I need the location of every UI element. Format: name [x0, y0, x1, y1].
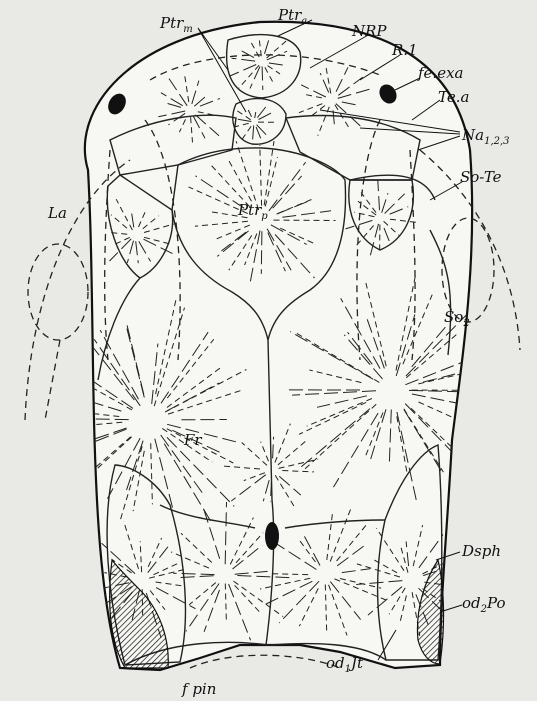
pineal-foramen [265, 522, 279, 550]
label-ptr-m: Ptrm [159, 14, 193, 35]
label-la: La [47, 204, 67, 222]
label-od1jt: od1Jt [326, 654, 364, 675]
infraorbital-canal-left [45, 340, 60, 420]
la-oval [28, 244, 88, 340]
label-na: Na1,2,3 [461, 126, 510, 147]
label-ptr-a: Ptra [277, 6, 307, 27]
label-nrp: NRP [351, 22, 387, 40]
label-fe-exa: fe.exa [417, 64, 463, 82]
label-r1: R.1 [391, 41, 418, 59]
label-so-te: So-Te [460, 168, 502, 186]
ornament-ray [262, 67, 263, 91]
label-f-pin: f pin [181, 680, 216, 698]
label-fr: Fr [183, 431, 202, 449]
label-dsph: Dsph [461, 542, 501, 560]
f-pin-margin [190, 655, 340, 668]
label-te-a: Te.a [438, 88, 469, 106]
label-od2po: od2Po [462, 594, 506, 615]
